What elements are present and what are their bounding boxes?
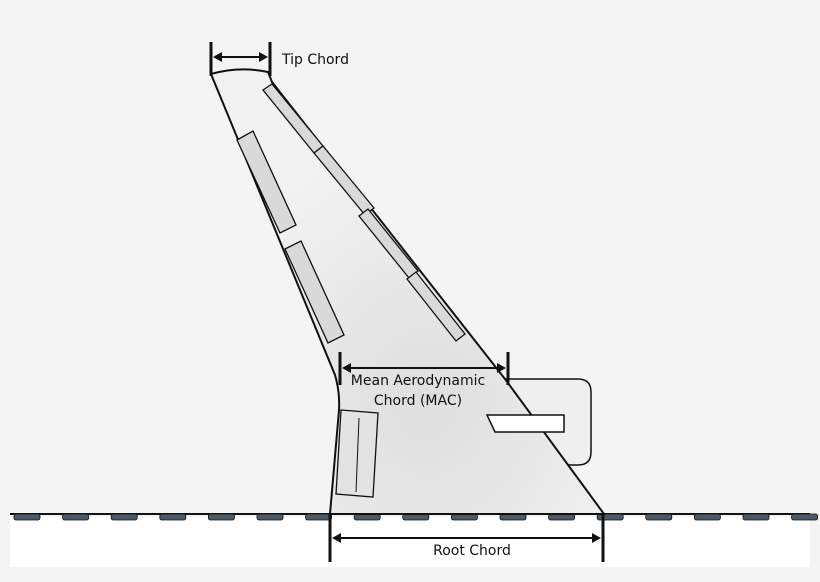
- fuselage-window: [110, 513, 138, 521]
- fuselage-window: [742, 513, 770, 521]
- engine-pylon: [485, 414, 565, 433]
- fuselage-window: [694, 513, 721, 521]
- fuselage-window: [62, 513, 89, 521]
- root-chord-arrow-left: [332, 533, 341, 543]
- fuselage-window: [645, 513, 673, 521]
- slat-2: [313, 145, 375, 216]
- mac-arrow-right: [497, 363, 506, 373]
- tip-chord-arrow-right: [259, 52, 268, 62]
- fuselage-window: [305, 513, 333, 521]
- slat-3: [358, 208, 419, 279]
- root-chord-arrow-right: [592, 533, 601, 543]
- fuselage-windows: [13, 513, 818, 521]
- fuselage-window: [13, 513, 41, 521]
- tip-chord-dimension: [209, 42, 272, 76]
- fuselage-window: [207, 513, 235, 521]
- tip-chord-arrow-left: [213, 52, 222, 62]
- wing-planform: [209, 68, 606, 515]
- inboard-flap: [335, 409, 379, 498]
- fuselage-band: [10, 517, 810, 567]
- outboard-flap: [284, 240, 345, 344]
- mac-label-line1: Mean Aerodynamic: [351, 373, 485, 389]
- aileron: [236, 130, 297, 234]
- mac-label-line2: Chord (MAC): [374, 393, 462, 409]
- fuselage-window: [159, 513, 187, 521]
- fuselage-window: [791, 513, 818, 521]
- mac-arrow-left: [342, 363, 351, 373]
- mac-dimension: [338, 352, 510, 385]
- tip-chord-label: Tip Chord: [281, 52, 349, 68]
- inboard-flap-hinge: [355, 417, 360, 493]
- fuselage-window: [256, 513, 284, 521]
- slat-4: [406, 271, 466, 342]
- root-chord-dimension: [328, 514, 605, 562]
- root-chord-label: Root Chord: [433, 543, 511, 559]
